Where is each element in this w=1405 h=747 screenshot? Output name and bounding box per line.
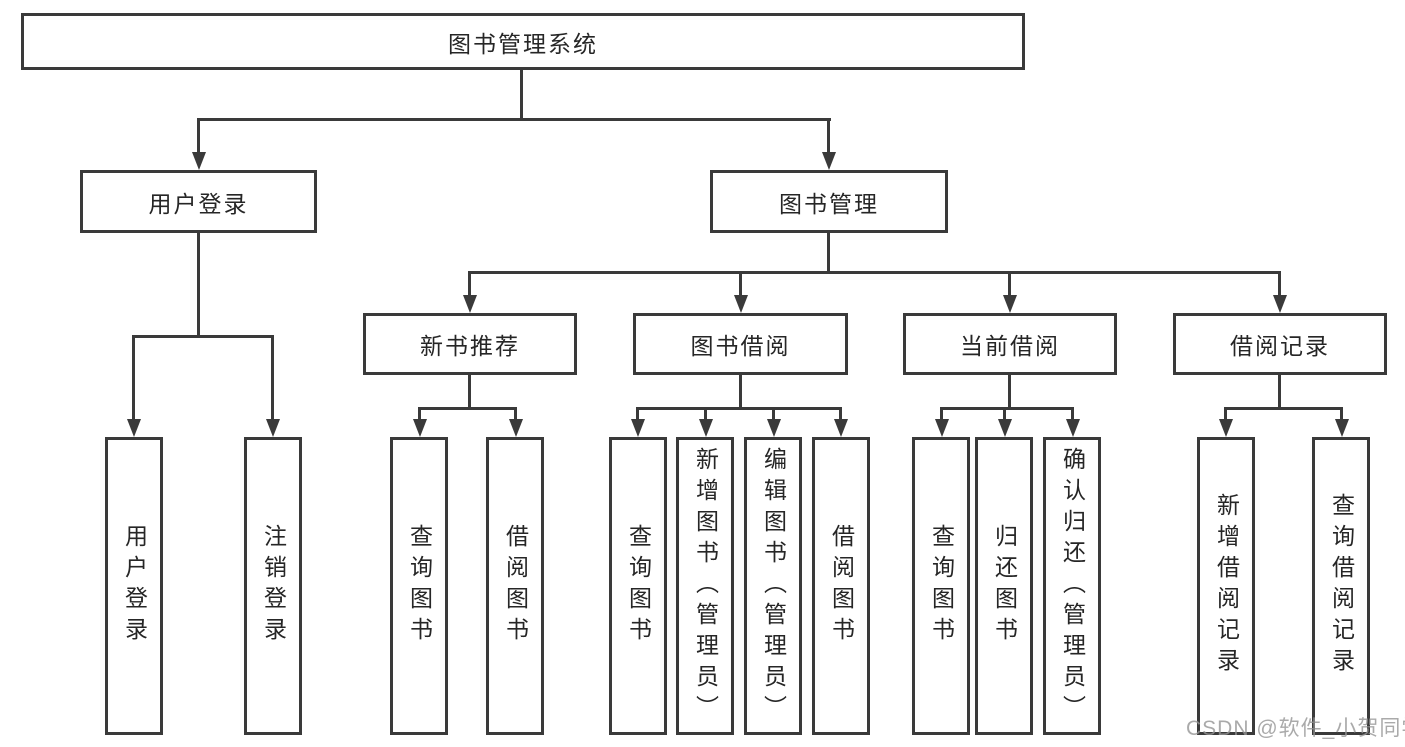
connector-record-bar [1224,407,1343,410]
leaf-label: 借阅图书 [502,524,529,648]
node-new-book-recommend: 新书推荐 [363,313,577,375]
arrow-to-current-borrow [1002,271,1017,313]
connector-borrow-bar [636,407,842,410]
leaf-borrow-book: 借阅图书 [812,437,870,735]
leaf-current-query-book: 查询图书 [912,437,970,735]
leaf-recommend-query-book: 查询图书 [390,437,448,735]
leaf-label: 借阅图书 [828,524,855,648]
node-label: 图书借阅 [690,333,791,359]
node-user-login: 用户登录 [80,170,317,233]
arrow-recommend-leaf-1 [412,407,427,437]
connector-record-trunk [1278,375,1281,407]
connector-level3-bar [468,271,1281,274]
leaf-confirm-return-admin: 确认归还（管理员） [1043,437,1101,735]
leaf-label: 归还图书 [991,524,1018,648]
node-label: 图书管理系统 [448,30,598,57]
arrow-borrow-leaf-1 [630,407,645,437]
node-label: 借阅记录 [1230,333,1330,359]
arrow-borrow-leaf-2 [698,407,713,437]
arrow-recommend-leaf-2 [508,407,523,437]
leaf-label: 查询图书 [928,524,955,648]
leaf-add-borrow-record: 新增借阅记录 [1197,437,1255,735]
connector-user-login-bar [132,335,274,338]
leaf-label: 编辑图书（管理员） [760,446,787,726]
leaf-label: 注销登录 [260,524,287,648]
arrow-to-new-book-recommend [462,271,477,313]
leaf-edit-book-admin: 编辑图书（管理员） [744,437,802,735]
node-label: 新书推荐 [420,333,520,359]
connector-current-bar [940,407,1074,410]
connector-current-trunk [1008,375,1011,407]
connector-root-trunk [520,70,523,118]
arrow-record-leaf-1 [1218,407,1233,437]
node-current-borrow: 当前借阅 [903,313,1117,375]
leaf-label: 查询借阅记录 [1328,493,1355,679]
connector-borrow-trunk [739,375,742,407]
arrow-to-leaf-user-login [126,335,141,437]
arrow-current-leaf-1 [934,407,949,437]
arrow-current-leaf-2 [997,407,1012,437]
node-library-management-system: 图书管理系统 [21,13,1025,70]
connector-level2-bar [197,118,831,121]
leaf-label: 查询图书 [625,524,652,648]
csdn-watermark: CSDN @软件_小贺同学 [1186,717,1405,740]
leaf-label: 用户登录 [121,524,148,648]
connector-recommend-trunk [468,375,471,407]
leaf-label: 查询图书 [406,524,433,648]
connector-recommend-bar [418,407,517,410]
leaf-label: 新增借阅记录 [1213,493,1240,679]
arrow-borrow-leaf-4 [833,407,848,437]
node-label: 用户登录 [148,190,249,217]
arrow-to-user-login [191,118,206,170]
arrow-to-borrow-record [1272,271,1287,313]
leaf-query-borrow-record: 查询借阅记录 [1312,437,1370,735]
arrow-borrow-leaf-3 [766,407,781,437]
arrow-to-book-borrow [733,271,748,313]
arrow-current-leaf-3 [1065,407,1080,437]
connector-user-login-trunk [197,233,200,335]
arrow-record-leaf-2 [1334,407,1349,437]
connector-book-management-trunk [827,233,830,271]
leaf-logout: 注销登录 [244,437,302,735]
node-label: 图书管理 [779,190,879,217]
leaf-user-login: 用户登录 [105,437,163,735]
node-label: 当前借阅 [960,333,1060,359]
node-book-borrow: 图书借阅 [633,313,848,375]
leaf-recommend-borrow-book: 借阅图书 [486,437,544,735]
arrow-to-book-management [821,118,836,170]
leaf-label: 确认归还（管理员） [1059,446,1086,726]
node-book-management: 图书管理 [710,170,948,233]
node-borrow-record: 借阅记录 [1173,313,1387,375]
leaf-label: 新增图书（管理员） [692,446,719,726]
leaf-borrow-query-book: 查询图书 [609,437,667,735]
leaf-add-book-admin: 新增图书（管理员） [676,437,734,735]
leaf-return-book: 归还图书 [975,437,1033,735]
arrow-to-leaf-logout [265,335,280,437]
